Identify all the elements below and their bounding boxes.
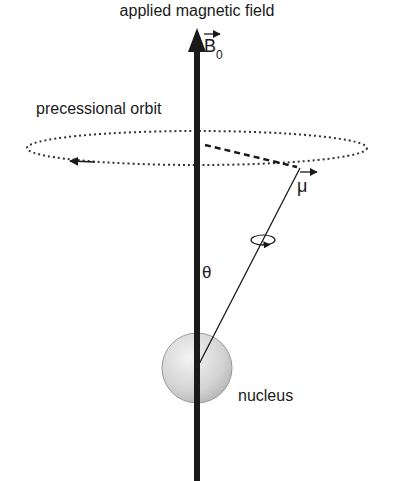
- field-symbol: B: [204, 37, 216, 57]
- nucleus-label: nucleus: [238, 387, 293, 405]
- orbit-label: precessional orbit: [36, 100, 161, 118]
- field-label: applied magnetic field: [120, 2, 275, 20]
- angle-symbol: θ: [202, 264, 211, 283]
- spin-arrow: [262, 244, 270, 246]
- field-axis: [194, 48, 200, 481]
- moment-line: [197, 168, 300, 368]
- vector-arrow: [300, 171, 317, 172]
- moment-symbol: μ: [297, 177, 307, 197]
- field-arrowhead: [188, 28, 206, 52]
- field-subscript: 0: [216, 49, 223, 62]
- vector-arrow: [204, 33, 220, 34]
- orbit-direction-arrow: [70, 161, 95, 162]
- spin-loop: [251, 235, 275, 245]
- orbit-radius: [205, 145, 297, 167]
- theta-arc: [197, 318, 219, 325]
